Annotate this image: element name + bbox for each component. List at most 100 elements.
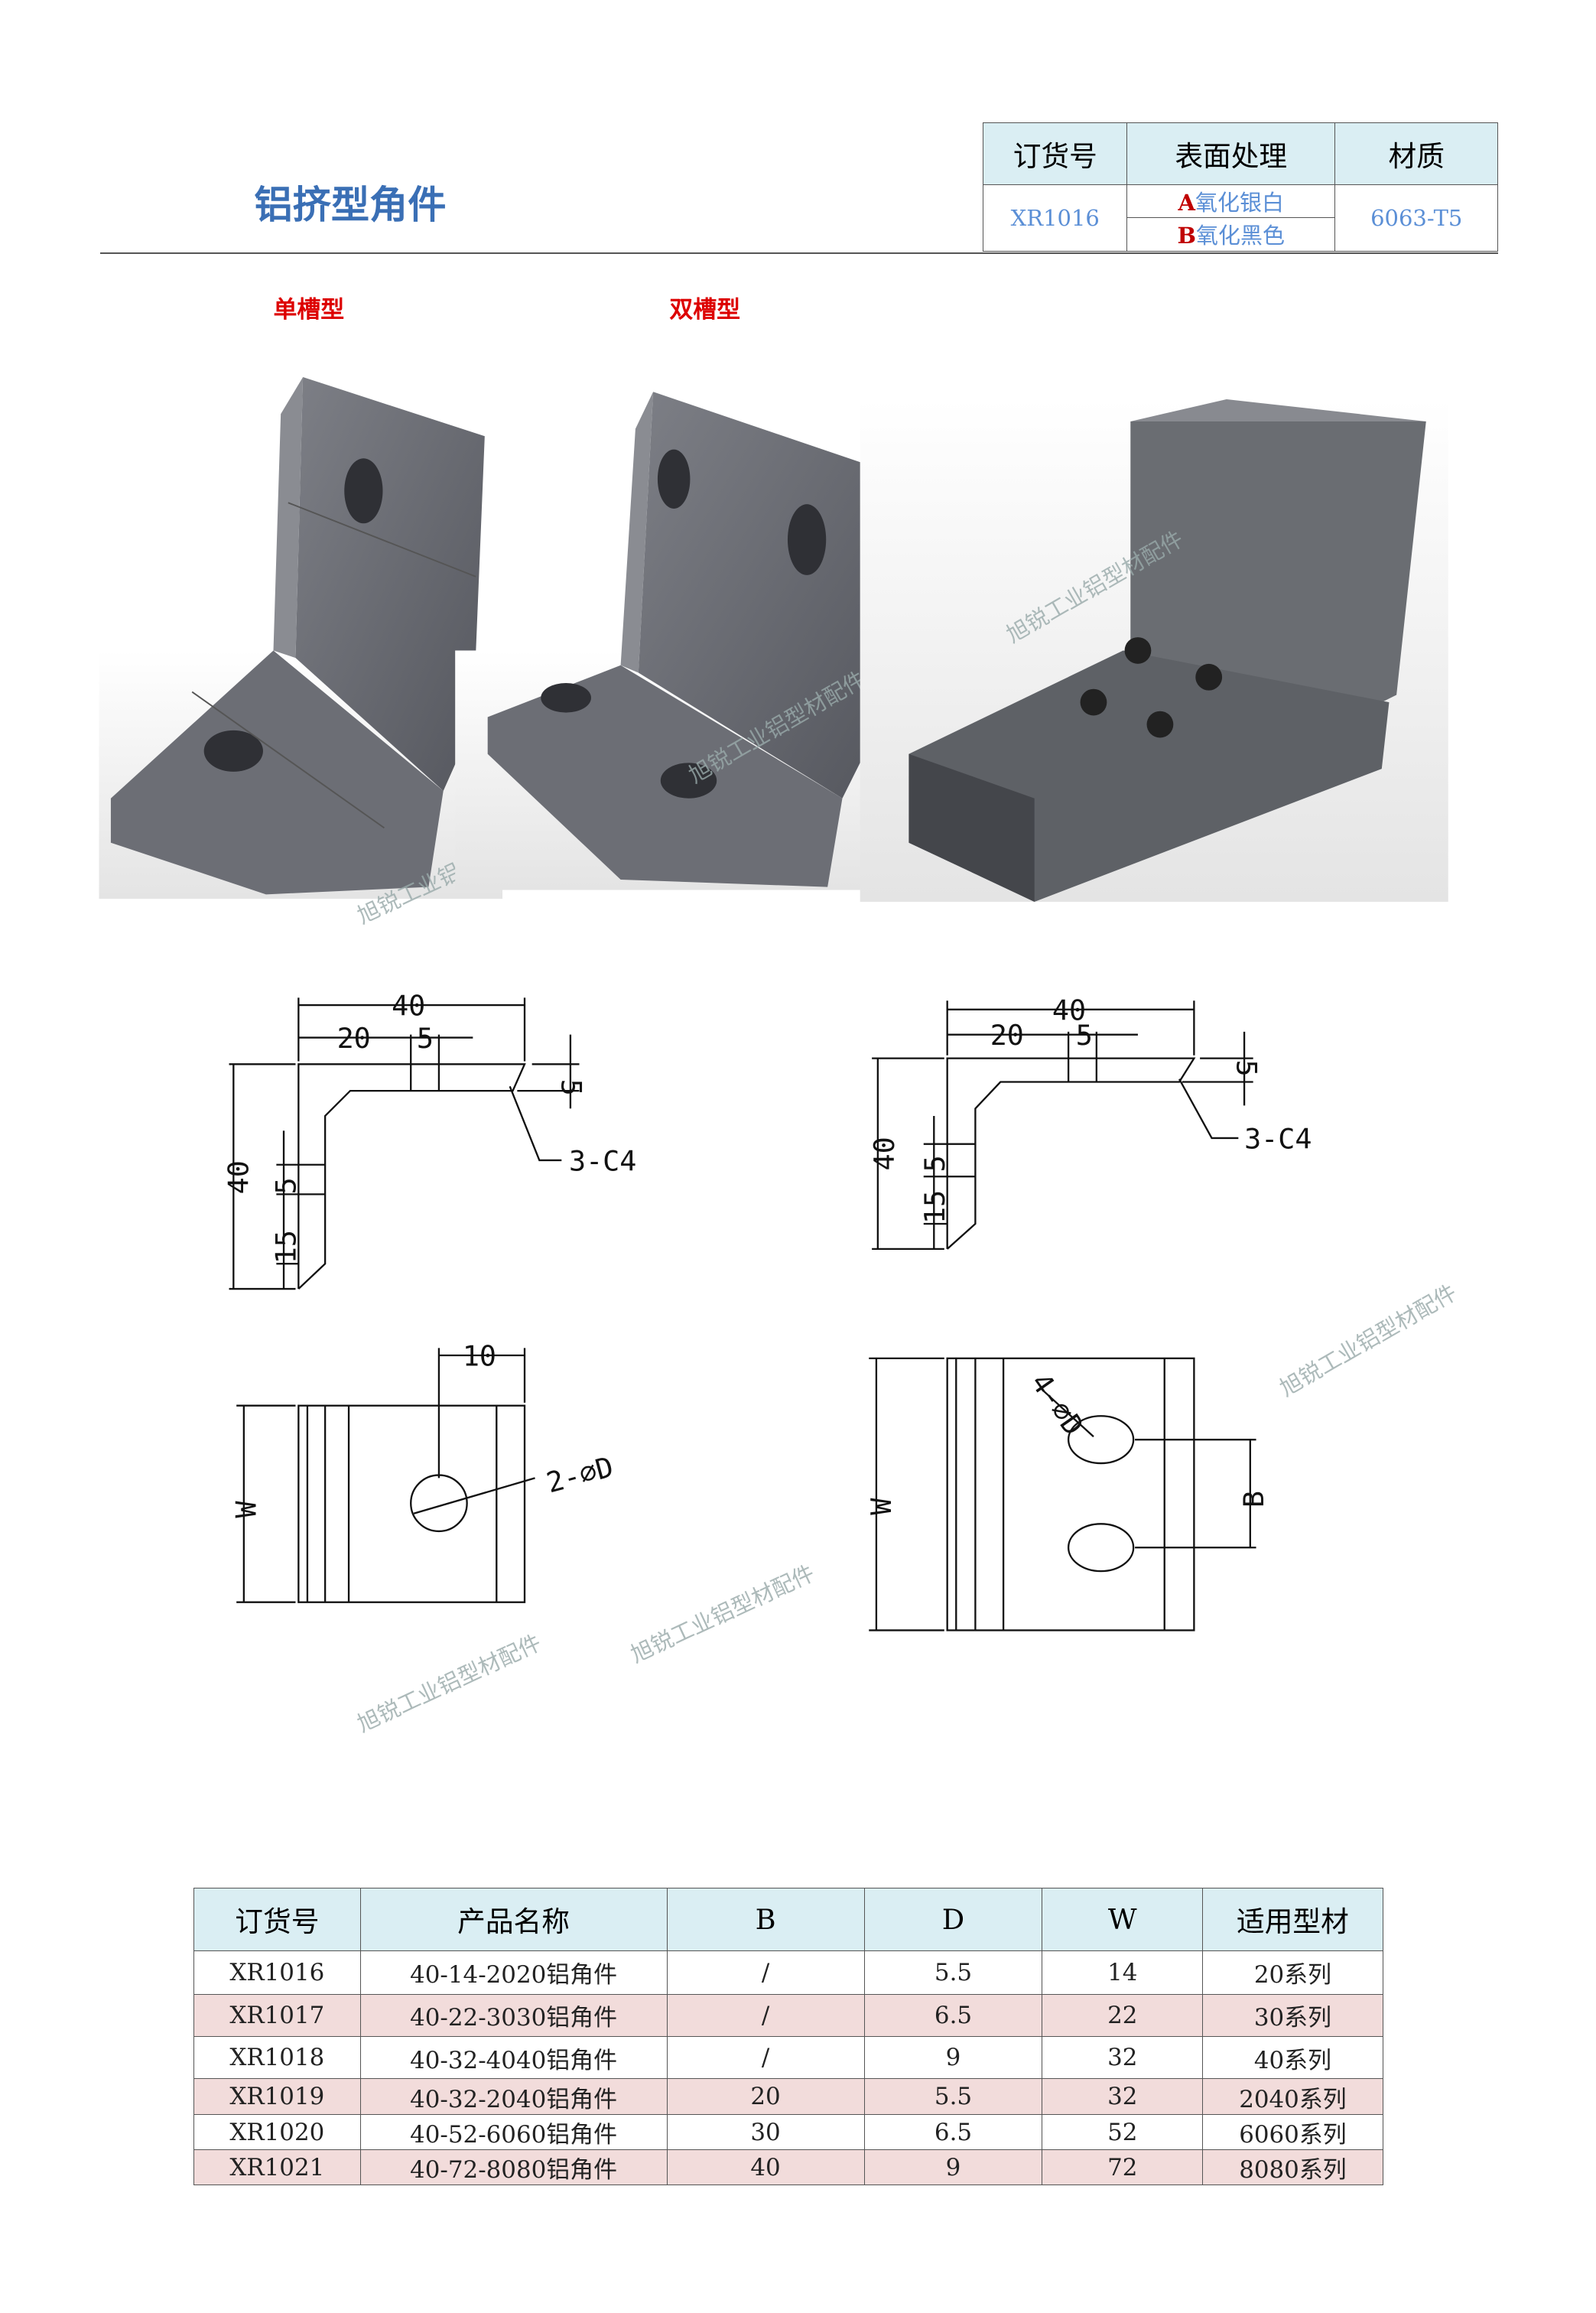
photo-bracket-assembly: 旭锐工业铝型材配件 <box>860 399 1448 902</box>
cell-profile: 2040系列 <box>1202 2078 1383 2116</box>
cell-product-name: 40-14-2020铝角件 <box>359 1950 668 1995</box>
header-order-no: 订货号 <box>193 1887 361 1951</box>
spec-header-material: 材质 <box>1334 122 1499 185</box>
spec-finish-a: A氧化银白 <box>1126 184 1335 219</box>
cell-d-value: 6.5 <box>863 1993 1043 2037</box>
cell-d-value: 9 <box>863 2149 1043 2186</box>
dim-10: 10 <box>463 1340 496 1373</box>
width-label: W <box>229 1501 262 1518</box>
side-view-double: 40 20 5 5 40 5 15 3-C4 <box>868 994 1312 1251</box>
cell-profile: 6060系列 <box>1202 2114 1383 2151</box>
dim-5: 5 <box>1076 1019 1093 1052</box>
dim-15: 15 <box>918 1190 951 1224</box>
finish-b-text: 氧化黑色 <box>1196 223 1285 249</box>
hole-label: 4-⌀D <box>1025 1367 1091 1441</box>
cell-d-value: 6.5 <box>863 2114 1043 2151</box>
cell-d-value: 9 <box>863 2035 1043 2080</box>
cell-product-name: 40-32-2040铝角件 <box>359 2078 668 2116</box>
header-product-name: 产品名称 <box>359 1887 668 1951</box>
header-b: B <box>666 1887 865 1951</box>
cell-w-value: 22 <box>1042 1993 1204 2037</box>
dim-5: 5 <box>417 1022 434 1055</box>
width-label: W <box>865 1498 898 1515</box>
spacing-label: B <box>1237 1491 1270 1508</box>
dim-5-right: 5 <box>1230 1060 1263 1077</box>
cell-product-name: 40-32-4040铝角件 <box>359 2035 668 2080</box>
watermark-text: 旭锐工业铝型材配件 <box>1276 1279 1461 1401</box>
dim-5-left: 5 <box>269 1177 302 1194</box>
photo-double-slot-bracket: 旭锐工业铝型材配件 <box>455 392 909 890</box>
chamfer-label: 3-C4 <box>569 1144 636 1177</box>
dim-total: 40 <box>392 990 425 1023</box>
cell-w-value: 52 <box>1042 2114 1204 2151</box>
cell-b-value: / <box>666 2035 865 2080</box>
cell-w-value: 72 <box>1042 2149 1204 2186</box>
cell-product-name: 40-52-6060铝角件 <box>359 2114 668 2151</box>
hole-label: 2-⌀D <box>543 1450 617 1499</box>
cell-w-value: 32 <box>1042 2078 1204 2116</box>
cell-b-value: / <box>666 1993 865 2037</box>
spec-header-finish: 表面处理 <box>1126 122 1335 185</box>
watermark-text: 旭锐工业铝型材配件 <box>627 1560 819 1667</box>
chamfer-label: 3-C4 <box>1244 1122 1312 1155</box>
cell-profile: 40系列 <box>1202 2035 1383 2080</box>
spec-header-order: 订货号 <box>983 122 1128 185</box>
cell-w-value: 14 <box>1042 1950 1204 1995</box>
cell-b-value: 30 <box>666 2114 865 2151</box>
header-d: D <box>863 1887 1043 1951</box>
finish-b-letter: B <box>1177 223 1197 249</box>
spec-table: 订货号 表面处理 材质 XR1016 A氧化银白 6063-T5 B氧化黑色 <box>983 122 1499 252</box>
cell-profile: 8080系列 <box>1202 2149 1383 2186</box>
cell-product-name: 40-22-3030铝角件 <box>359 1993 668 2037</box>
technical-drawings: 40 20 5 5 40 5 15 3-C4 40 <box>223 990 1461 1738</box>
cell-order-no: XR1016 <box>193 1950 361 1995</box>
cell-d-value: 5.5 <box>863 2078 1043 2116</box>
cell-order-no: XR1020 <box>193 2114 361 2151</box>
cell-profile: 30系列 <box>1202 1993 1383 2037</box>
header-w: W <box>1042 1887 1204 1951</box>
dim-20: 20 <box>337 1022 371 1055</box>
parts-header-row: 订货号 产品名称 B D W 适用型材 <box>193 1887 1383 1951</box>
cell-order-no: XR1021 <box>193 2149 361 2186</box>
cell-d-value: 5.5 <box>863 1950 1043 1995</box>
cell-order-no: XR1017 <box>193 1993 361 2037</box>
page-title: 铝挤型角件 <box>254 182 447 228</box>
dim-5-right: 5 <box>554 1079 587 1096</box>
top-view-single: 10 2-⌀D W 旭锐工业铝型材配件 <box>229 1340 616 1738</box>
cell-order-no: XR1019 <box>193 2078 361 2116</box>
dim-total: 40 <box>1052 994 1086 1026</box>
cell-profile: 20系列 <box>1202 1950 1383 1995</box>
side-view-single: 40 20 5 5 40 5 15 3-C4 <box>223 990 636 1290</box>
top-view-double: 4-⌀D W B 旭锐工业铝型材配件 旭锐工业铝型材配件 <box>627 1279 1461 1667</box>
cell-b-value: 40 <box>666 2149 865 2186</box>
finish-a-text: 氧化银白 <box>1195 189 1284 216</box>
product-photos: 旭锐工业铝型材配件 旭锐工业铝型材配件 旭锐工业铝型材配件 <box>99 376 1448 929</box>
dim-5-left: 5 <box>918 1155 951 1172</box>
type-label-double: 双槽型 <box>669 295 741 324</box>
cell-b-value: 20 <box>666 2078 865 2116</box>
cell-b-value: / <box>666 1950 865 1995</box>
header-profile: 适用型材 <box>1202 1887 1383 1951</box>
dim-height: 40 <box>223 1160 255 1194</box>
watermark-text: 旭锐工业铝型材配件 <box>353 1629 545 1737</box>
dim-20: 20 <box>990 1019 1024 1052</box>
spec-material: 6063-T5 <box>1334 184 1499 252</box>
photo-single-slot-bracket: 旭锐工业铝型材配件 <box>99 376 545 929</box>
cell-w-value: 32 <box>1042 2035 1204 2080</box>
finish-a-letter: A <box>1178 189 1196 216</box>
header-divider <box>100 252 1499 255</box>
spec-finish-b: B氧化黑色 <box>1126 217 1335 252</box>
cell-product-name: 40-72-8080铝角件 <box>359 2149 668 2186</box>
type-label-single: 单槽型 <box>273 295 345 324</box>
dim-height: 40 <box>868 1137 901 1170</box>
cell-order-no: XR1018 <box>193 2035 361 2080</box>
